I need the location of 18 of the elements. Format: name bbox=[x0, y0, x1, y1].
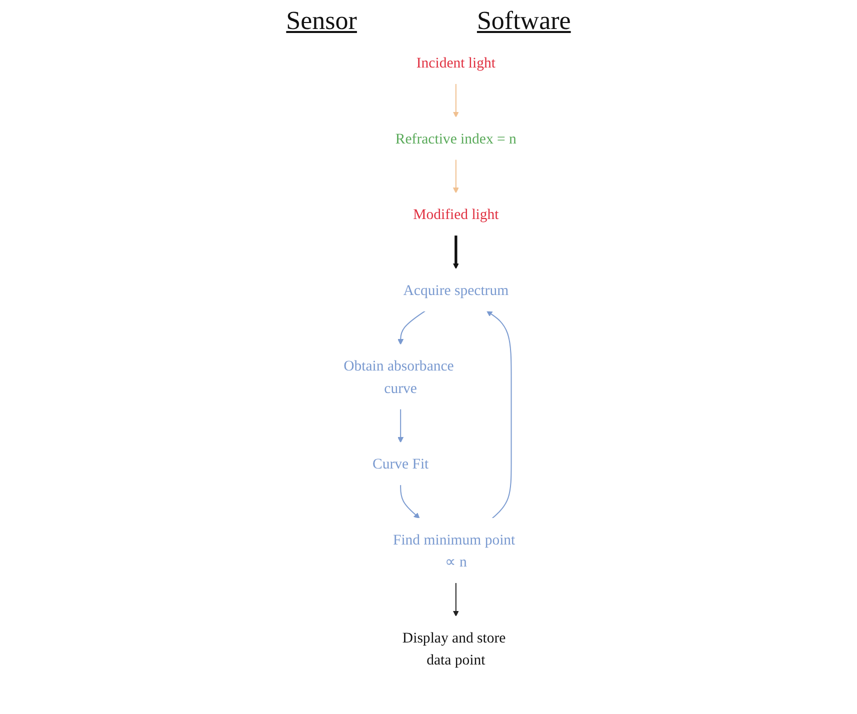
arrow bbox=[453, 235, 460, 270]
section-heading: Software bbox=[476, 6, 571, 36]
section-heading: Sensor bbox=[286, 6, 357, 36]
node-text: Display and store data point bbox=[402, 628, 506, 668]
arrow bbox=[400, 484, 420, 519]
node-text: Obtain absorbance curve bbox=[344, 357, 454, 396]
arrow bbox=[453, 159, 460, 194]
node-text: Curve Fit bbox=[372, 455, 429, 472]
node-text: Acquire spectrum bbox=[404, 282, 509, 298]
arrow bbox=[398, 310, 426, 345]
node-text: Incident light bbox=[416, 54, 496, 71]
arrow bbox=[398, 408, 404, 443]
arrow bbox=[453, 84, 460, 118]
node-text: Find minimum point ∝ n bbox=[393, 531, 516, 570]
node-text: Refractive index = n bbox=[396, 130, 517, 147]
arrow bbox=[486, 310, 512, 519]
node-text: Modified light bbox=[413, 206, 500, 222]
arrow bbox=[453, 582, 460, 616]
